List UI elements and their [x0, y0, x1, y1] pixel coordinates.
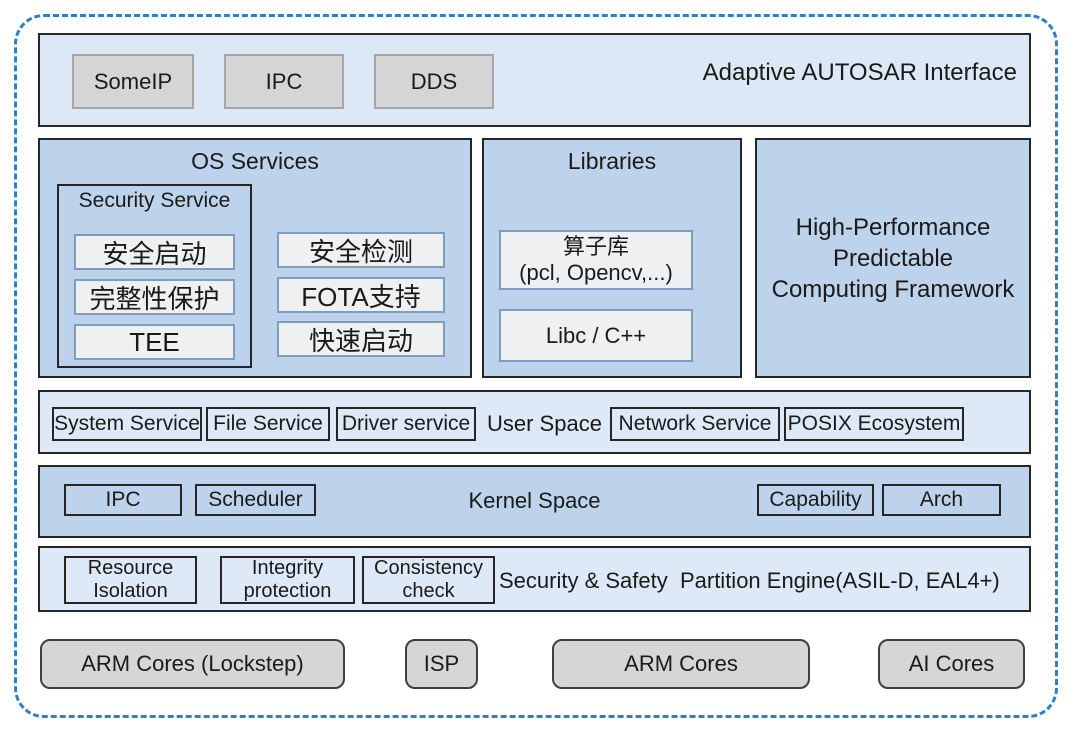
computing-framework-box: High-Performance Predictable Computing F… [755, 138, 1031, 378]
tee-block: TEE [74, 324, 235, 360]
scheduler-block: Scheduler [195, 484, 316, 516]
integrity-protection-tag: Integrity protection [220, 556, 355, 604]
partition-engine-label: Security & Safety Partition Engine(ASIL-… [499, 568, 1000, 593]
consistency-check-line1: Consistency [374, 557, 483, 579]
security-service-box: Security Service 安全启动 完整性保护 TEE [57, 184, 252, 368]
driver-service-block: Driver service [336, 407, 476, 441]
consistency-check-line2: check [402, 580, 455, 602]
partition-engine-layer: Resource Isolation Integrity protection … [38, 546, 1031, 612]
os-services-box: OS Services Security Service 安全启动 完整性保护 … [38, 138, 472, 378]
kernel-space-layer: IPC Scheduler Kernel Space Capability Ar… [38, 465, 1031, 538]
security-service-title: Security Service [78, 189, 231, 212]
integrity-protection-line2: protection [243, 580, 332, 602]
operator-library-block: 算子库 (pcl, Opencv,...) [499, 230, 693, 290]
someip-block: SomeIP [72, 54, 194, 109]
os-services-title: OS Services [191, 148, 319, 174]
adaptive-autosar-interface-title: Adaptive AUTOSAR Interface [702, 59, 1017, 86]
kernel-space-label: Kernel Space [468, 488, 601, 513]
capability-block: Capability [757, 484, 874, 516]
ipc-block: IPC [224, 54, 344, 109]
operator-library-line2: (pcl, Opencv,...) [519, 260, 673, 285]
security-detection-block: 安全检测 [277, 232, 445, 268]
arm-cores-lockstep-block: ARM Cores (Lockstep) [40, 639, 345, 689]
libraries-title: Libraries [567, 148, 657, 174]
arch-block: Arch [882, 484, 1001, 516]
posix-ecosystem-block: POSIX Ecosystem [784, 407, 964, 441]
computing-framework-line3: Computing Framework [771, 275, 1015, 303]
fota-support-block: FOTA支持 [277, 277, 445, 313]
secure-boot-block: 安全启动 [74, 234, 235, 270]
integrity-protection-block: 完整性保护 [74, 279, 235, 315]
file-service-block: File Service [206, 407, 330, 441]
arm-cores-block: ARM Cores [552, 639, 810, 689]
adaptive-autosar-interface-layer: SomeIP IPC DDS Adaptive AUTOSAR Interfac… [38, 33, 1031, 127]
computing-framework-line2: Predictable [832, 244, 954, 272]
operator-library-line1: 算子库 [562, 234, 629, 259]
system-service-block: System Service [52, 407, 202, 441]
libraries-box: Libraries 算子库 (pcl, Opencv,...) Libc / C… [482, 138, 742, 378]
resource-isolation-line1: Resource [87, 557, 174, 579]
dds-block: DDS [374, 54, 494, 109]
libc-block: Libc / C++ [499, 309, 693, 362]
network-service-block: Network Service [610, 407, 780, 441]
isp-block: ISP [405, 639, 478, 689]
dashed-outer-frame [14, 14, 1058, 718]
fast-boot-block: 快速启动 [277, 321, 445, 357]
kernel-ipc-block: IPC [64, 484, 182, 516]
user-space-layer: System Service File Service Driver servi… [38, 390, 1031, 454]
integrity-protection-line1: Integrity [251, 557, 324, 579]
ai-cores-block: AI Cores [878, 639, 1025, 689]
resource-isolation-block: Resource Isolation [64, 556, 197, 604]
computing-framework-line1: High-Performance [795, 213, 991, 241]
consistency-check-block: Consistency check [362, 556, 495, 604]
resource-isolation-line2: Isolation [93, 580, 168, 602]
user-space-label: User Space [487, 411, 602, 436]
